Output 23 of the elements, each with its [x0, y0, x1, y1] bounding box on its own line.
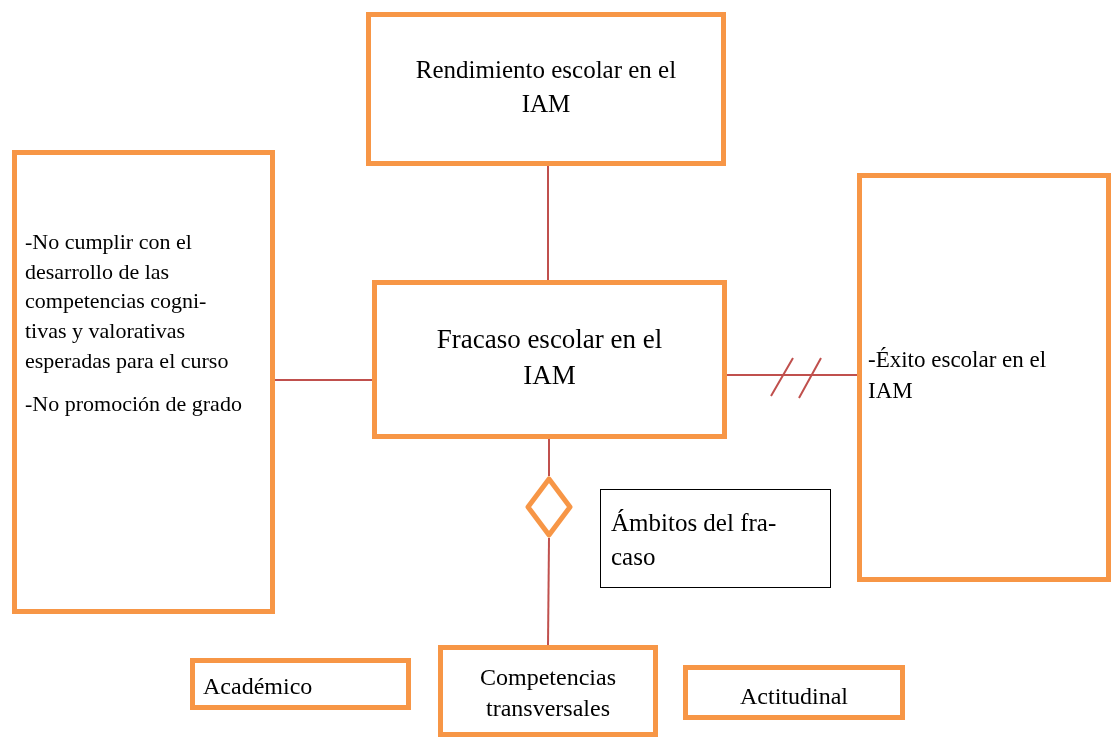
node-text: Competencias transversales: [479, 663, 617, 724]
node-text: -No promoción de grado: [25, 390, 243, 419]
concept-box: [366, 12, 726, 166]
note-box: [600, 489, 831, 588]
node-text: -No cumplir con el desarrollo de las competencias cogni- tivas y valorativas esperadas para el curso: [25, 228, 230, 375]
decision-diamond: [525, 476, 573, 538]
concept-box: [683, 665, 905, 720]
concept-box: [190, 658, 411, 710]
node-text: Fracaso escolar en el IAM: [435, 323, 664, 393]
node-text: -Éxito escolar en el IAM: [868, 346, 1048, 406]
node-text: Rendimiento escolar en el IAM: [414, 55, 678, 119]
connector-line: [274, 379, 373, 381]
concept-box: [857, 173, 1111, 582]
node-text: Actitudinal: [739, 682, 849, 711]
concept-box: [372, 280, 727, 439]
concept-box: [12, 150, 275, 614]
node-text: Ámbitos del fra- caso: [611, 508, 778, 572]
node-text: Académico: [203, 672, 314, 701]
connector-line: [547, 165, 549, 281]
crossed-connector-line: [726, 357, 858, 399]
concept-box: [438, 645, 658, 737]
connector-line: [547, 537, 550, 646]
connector-line: [548, 438, 550, 477]
